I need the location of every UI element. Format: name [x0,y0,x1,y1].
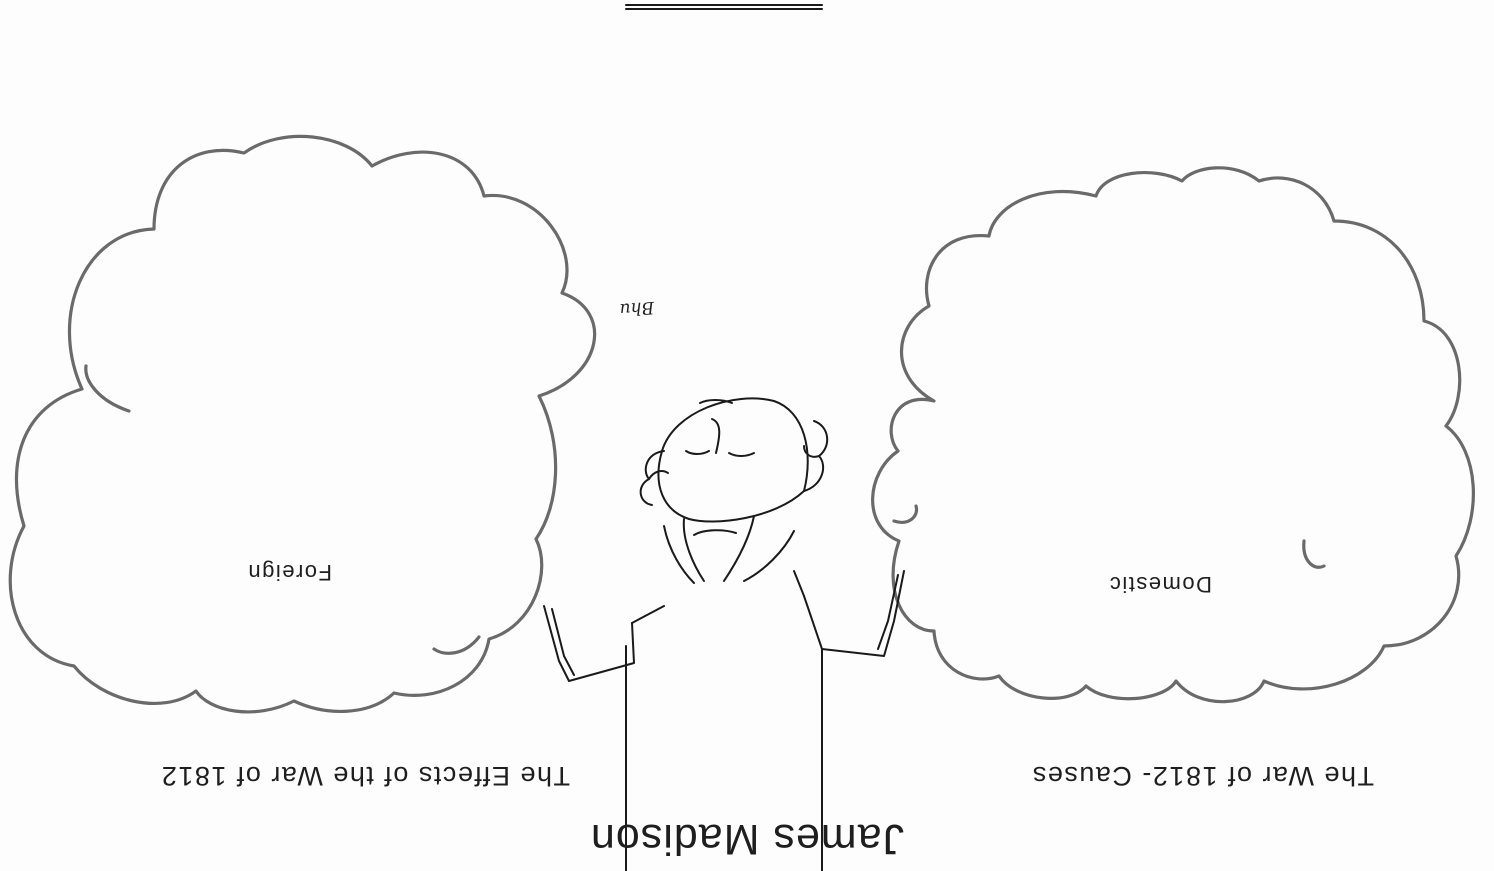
effects-cloud-curl-2 [86,366,129,411]
madison-portrait-icon [544,5,904,871]
page-title: James Madison [0,814,1494,863]
effects-cloud-curl [434,637,479,653]
effects-cloud [10,136,594,712]
causes-cloud-curl [1304,541,1324,567]
effects-cloud-label: Foreign [247,559,332,585]
causes-cloud-curl-2 [894,506,917,522]
effects-heading: The Effects of the War of 1812 [160,760,570,791]
causes-heading: The War of 1812- Causes [1031,760,1374,791]
causes-cloud-label: Domestic [1108,571,1212,597]
causes-cloud [873,168,1474,702]
portrait-signature: Bhu [619,297,655,319]
